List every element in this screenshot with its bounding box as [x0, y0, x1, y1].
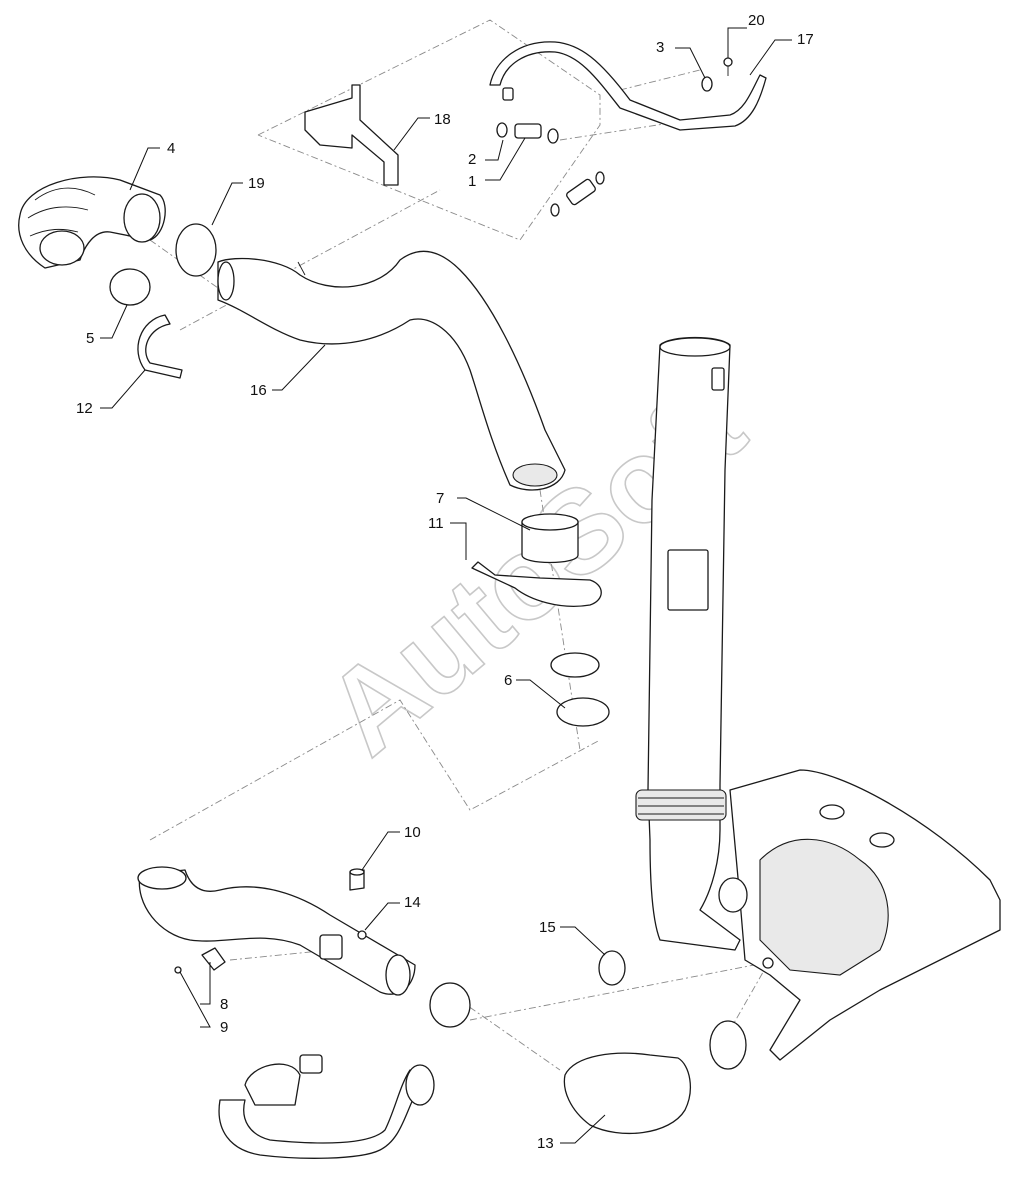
muffler-body	[718, 769, 1001, 1061]
hose-clamp-5	[109, 268, 151, 306]
callout-14: 14	[404, 894, 421, 911]
exhaust-pipe-14	[137, 866, 416, 996]
callout-numbers: 20 3 17 18 2 1 4 19 5 12 16 7 11 6 10 14…	[76, 12, 814, 1152]
pipe-clamp-15	[598, 950, 626, 986]
callout-13: 13	[537, 1135, 554, 1152]
hose-ring-19	[175, 223, 217, 277]
callout-2: 2	[468, 151, 476, 168]
callout-18: 18	[434, 111, 451, 128]
callout-15: 15	[539, 919, 556, 936]
callout-1: 1	[468, 173, 476, 190]
coupling-sleeve-7	[521, 513, 579, 564]
callout-4: 4	[167, 140, 175, 157]
band-clamp-6b	[556, 697, 610, 727]
callout-20: 20	[748, 12, 765, 29]
callout-7: 7	[436, 490, 444, 507]
callout-leaders	[100, 27, 792, 1144]
callout-17: 17	[797, 31, 814, 48]
callout-5: 5	[86, 330, 94, 347]
callout-8: 8	[220, 996, 228, 1013]
saddle-bracket-11	[471, 561, 602, 607]
elbow-hose-13	[563, 1052, 691, 1135]
pipe-clamp-b	[709, 1020, 747, 1070]
vertical-tailpipe	[635, 336, 741, 951]
intake-pipe-16	[217, 250, 566, 491]
callout-11: 11	[428, 515, 444, 532]
grommet-10	[349, 868, 365, 891]
callout-9: 9	[220, 1019, 228, 1036]
callout-6: 6	[504, 672, 512, 689]
u-bracket-12	[137, 314, 183, 379]
callout-3: 3	[656, 39, 664, 56]
callout-19: 19	[248, 175, 265, 192]
band-clamp-6a	[550, 652, 600, 678]
lower-pipe-assembly	[218, 1054, 435, 1159]
intake-elbow-hose	[18, 176, 166, 269]
mounting-bracket-18	[304, 84, 399, 186]
pipe-clamp-a	[429, 982, 471, 1028]
screw-9	[174, 966, 182, 974]
callout-16: 16	[250, 382, 267, 399]
callout-12: 12	[76, 400, 93, 417]
breather-tube-assembly	[489, 41, 767, 217]
callout-10: 10	[404, 824, 421, 841]
pipe-clip-8	[201, 947, 226, 971]
